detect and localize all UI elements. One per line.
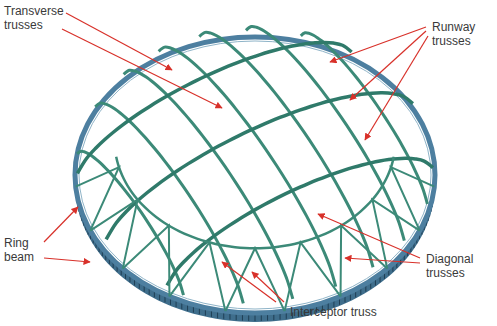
diagonal-truss [341,226,388,297]
runway-truss [167,158,433,285]
callout-label: Transverse trusses [4,4,70,32]
callout-label: Ring beam [4,236,44,264]
leader-line [365,36,428,140]
transverse-truss [246,26,404,240]
callout-label: Interceptor truss [290,305,377,319]
leader-line [252,272,284,302]
diagonal-truss [169,242,225,311]
diagonal-truss [90,200,137,269]
leader-line [44,207,78,242]
leader-line [222,262,276,302]
diagonal-truss [76,167,119,230]
ring-beam [75,37,435,322]
leader-lines [44,13,428,302]
callout-label: Diagonal trusses [426,252,488,280]
ring-beam-rim [75,37,435,313]
leader-line [66,13,172,70]
transverse-truss [124,70,293,299]
leader-line [345,258,420,263]
leader-line [350,31,426,100]
transverse-truss [95,103,243,303]
runway-truss [106,93,413,240]
diagonal-truss [285,242,341,311]
leader-line [44,258,90,262]
diagonal-truss [391,167,434,230]
leader-line [318,214,420,258]
diagonal-truss [372,200,419,269]
truss-frame [76,26,435,311]
leader-line [62,29,222,108]
callout-label: Runway trusses [432,20,492,48]
interceptor-truss [116,157,394,249]
